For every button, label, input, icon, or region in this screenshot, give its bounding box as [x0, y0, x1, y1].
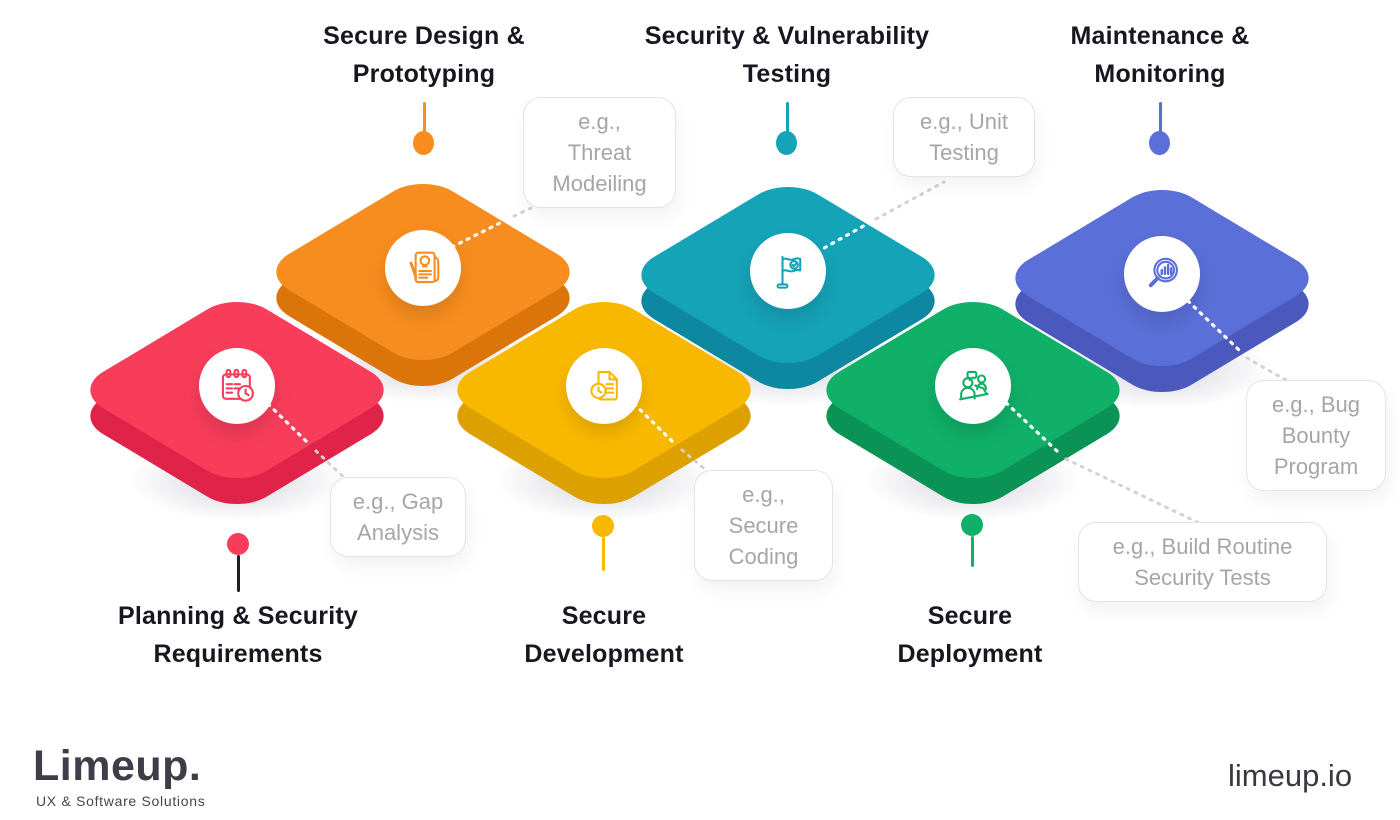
tile-side-face	[72, 317, 402, 515]
pin-stem	[422, 102, 426, 133]
pin-dot	[592, 515, 614, 537]
document-clock-icon	[566, 348, 642, 424]
document-pencil-bulb-icon	[385, 230, 461, 306]
search-analytics-icon	[1124, 236, 1200, 312]
example-callout: e.g., Secure Coding	[694, 470, 833, 581]
pin-dot	[776, 131, 797, 155]
stage-title: Secure Design & Prototyping	[323, 22, 525, 88]
tile-side-face	[997, 205, 1327, 403]
stage-title: Secure Deployment	[897, 602, 1043, 668]
pin-dot	[1149, 131, 1170, 155]
pin-stem	[1158, 102, 1162, 133]
tile-shadow	[268, 302, 578, 422]
pin-stem	[236, 555, 240, 592]
example-callout: e.g., Threat Modeiling	[523, 97, 676, 208]
logo-tagline: UX & Software Solutions	[36, 793, 206, 809]
tile-side-face	[623, 202, 953, 400]
tile-side-face	[808, 317, 1138, 515]
pin-stem	[601, 537, 605, 571]
tile-shadow	[1007, 308, 1317, 428]
tile-shadow	[633, 305, 943, 425]
tile-side-face	[439, 317, 769, 515]
flag-check-icon	[750, 233, 826, 309]
tile-top-face	[623, 176, 953, 374]
connector-maintenance	[1186, 299, 1293, 385]
pin-dot	[227, 533, 249, 555]
pin-stem	[970, 536, 974, 567]
connector-deployment	[998, 395, 1201, 525]
calendar-clock-icon	[199, 348, 275, 424]
connector-development	[626, 396, 715, 478]
example-callout: e.g., Bug Bounty Program	[1246, 380, 1386, 491]
stage-title: Maintenance & Monitoring	[1070, 22, 1250, 88]
stage-title: Security & Vulnerability Testing	[644, 22, 930, 88]
pin-dot	[961, 514, 983, 536]
connector-design	[450, 206, 533, 249]
website-link[interactable]: limeup.io	[1228, 758, 1353, 793]
limeup-logo: Limeup.	[33, 742, 202, 790]
example-callout: e.g., Gap Analysis	[330, 477, 466, 557]
tile-shadow	[82, 420, 392, 540]
tile-side-face	[258, 199, 588, 397]
tile-top-face	[72, 291, 402, 489]
example-callout: e.g., Build Routine Security Tests	[1078, 522, 1327, 602]
connector-testing	[815, 180, 946, 254]
tile-shadow	[818, 420, 1128, 540]
tile-shadow	[449, 420, 759, 540]
stage-title: Secure Development	[524, 602, 684, 668]
stage-title: Planning & Security Requirements	[118, 602, 358, 668]
tile-top-face	[808, 291, 1138, 489]
team-meeting-icon	[935, 348, 1011, 424]
tile-top-face	[258, 173, 588, 371]
tile-top-face	[439, 291, 769, 489]
tile-top-face	[997, 179, 1327, 377]
connector-planning	[260, 396, 353, 486]
pin-stem	[785, 102, 789, 133]
pin-dot	[413, 131, 434, 155]
example-callout: e.g., Unit Testing	[893, 97, 1035, 177]
